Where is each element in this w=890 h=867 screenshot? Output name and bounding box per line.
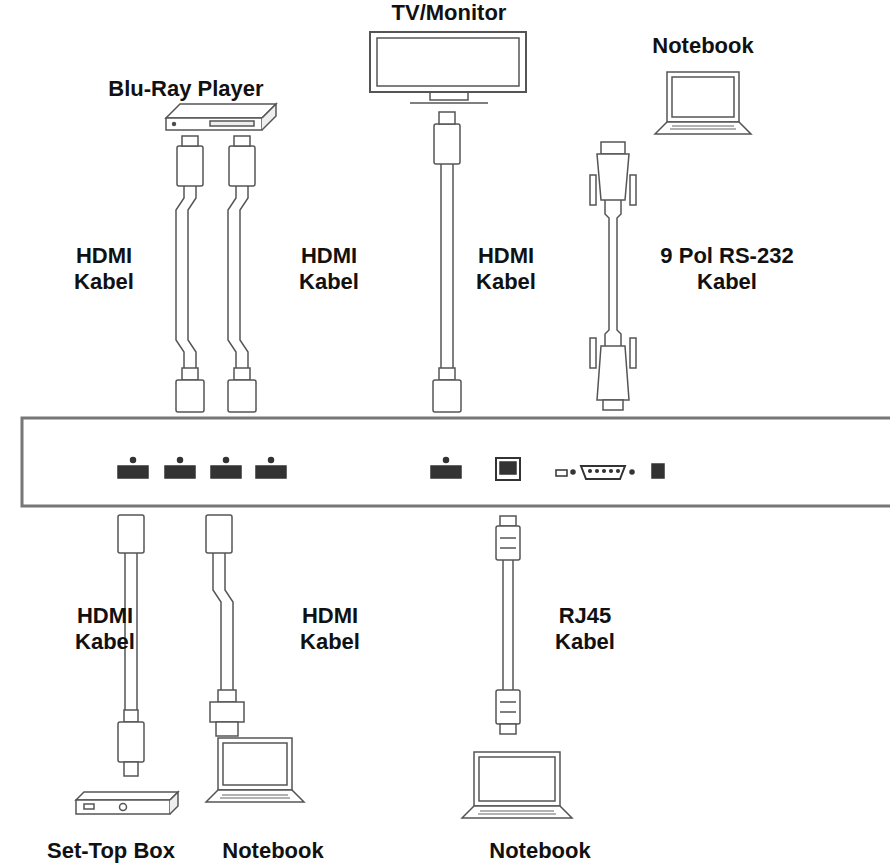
- device-label: HDMI Kabel: [65, 603, 145, 655]
- device-label: Notebook: [633, 33, 773, 59]
- device-label: Set-Top Box: [41, 838, 181, 864]
- bluray-player: [166, 104, 276, 130]
- switch-housing: [22, 418, 890, 506]
- notebook-bottom-right: [462, 752, 572, 818]
- device-label: HDMI Kabel: [466, 243, 546, 295]
- device-label: 9 Pol RS-232 Kabel: [647, 243, 807, 295]
- ports: [118, 458, 664, 481]
- set-top-box: [76, 792, 178, 814]
- hdmi-cables-bottom: [118, 515, 244, 776]
- device-label: RJ45 Kabel: [545, 603, 625, 655]
- device-label: HDMI Kabel: [290, 603, 370, 655]
- rj45-cable: [496, 516, 520, 734]
- hdmi-cables: [176, 112, 461, 412]
- notebook-top: [655, 72, 751, 134]
- device-label: Notebook: [475, 838, 605, 864]
- notebook-bottom: [206, 738, 304, 802]
- device-label: HDMI Kabel: [64, 243, 144, 295]
- device-label: Blu-Ray Player: [86, 76, 286, 102]
- device-label: HDMI Kabel: [289, 243, 369, 295]
- rs232-cable: [590, 142, 636, 410]
- tv-monitor: [370, 32, 526, 103]
- device-label: TV/Monitor: [374, 0, 524, 26]
- device-label: Notebook: [208, 838, 338, 864]
